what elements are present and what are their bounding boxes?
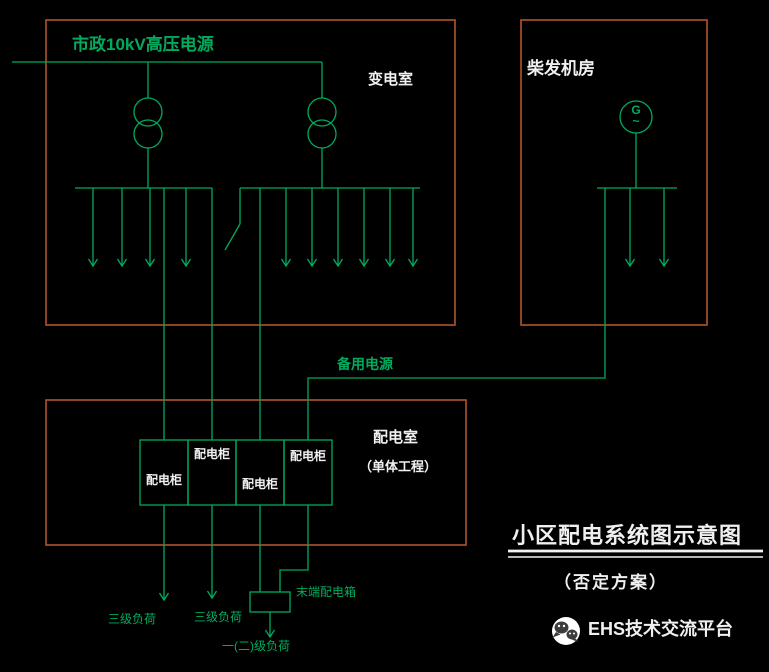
bus-tie-switch-icon [224, 188, 241, 251]
cabinet-4-label: 配电柜 [289, 449, 326, 463]
distribution-room-subtitle: （单体工程） [359, 459, 438, 474]
generator-symbol [619, 100, 653, 188]
transformer-2-icon [307, 97, 337, 188]
distribution-room-label: 配电室 [373, 429, 419, 446]
load-label-third-level-2: 三级负荷 [194, 610, 243, 624]
substation-room-box [45, 19, 456, 326]
wechat-icon [552, 617, 580, 645]
terminal-distribution-box [249, 591, 291, 639]
cabinet-outgoing-lines [158, 505, 309, 602]
substation-room-label: 变电室 [368, 71, 414, 88]
substation-feeder-arrows [87, 188, 419, 268]
transformer-1-icon [133, 97, 163, 188]
generator-wave-symbol: ~ [632, 114, 640, 128]
distribution-room-box [45, 399, 467, 546]
generator-room-label: 柴发机房 [527, 59, 595, 78]
generator-room-box [520, 19, 708, 326]
diagram-subtitle: （否定方案） [554, 573, 668, 592]
cabinet-2-label: 配电柜 [193, 447, 230, 461]
diagram-title: 小区配电系统图示意图 [512, 523, 743, 548]
backup-power-line [307, 188, 606, 440]
backup-power-label: 备用电源 [337, 356, 393, 372]
terminal-box-label: 末端配电箱 [296, 585, 357, 599]
generator-letter: G [631, 103, 641, 117]
load-label-first-second-level: 一(二)级负荷 [222, 639, 290, 653]
municipal-feed-line [12, 61, 323, 98]
brand-name: EHS技术交流平台 [588, 619, 734, 639]
generator-bus [597, 187, 677, 268]
cabinet-1-label: 配电柜 [145, 473, 182, 487]
title-underline [508, 549, 763, 558]
municipal-source-label: 市政10kV高压电源 [72, 35, 214, 54]
feeder-lines-to-distribution [163, 188, 261, 440]
cabinet-3-label: 配电柜 [241, 477, 278, 491]
load-label-third-level-1: 三级负荷 [108, 612, 157, 626]
